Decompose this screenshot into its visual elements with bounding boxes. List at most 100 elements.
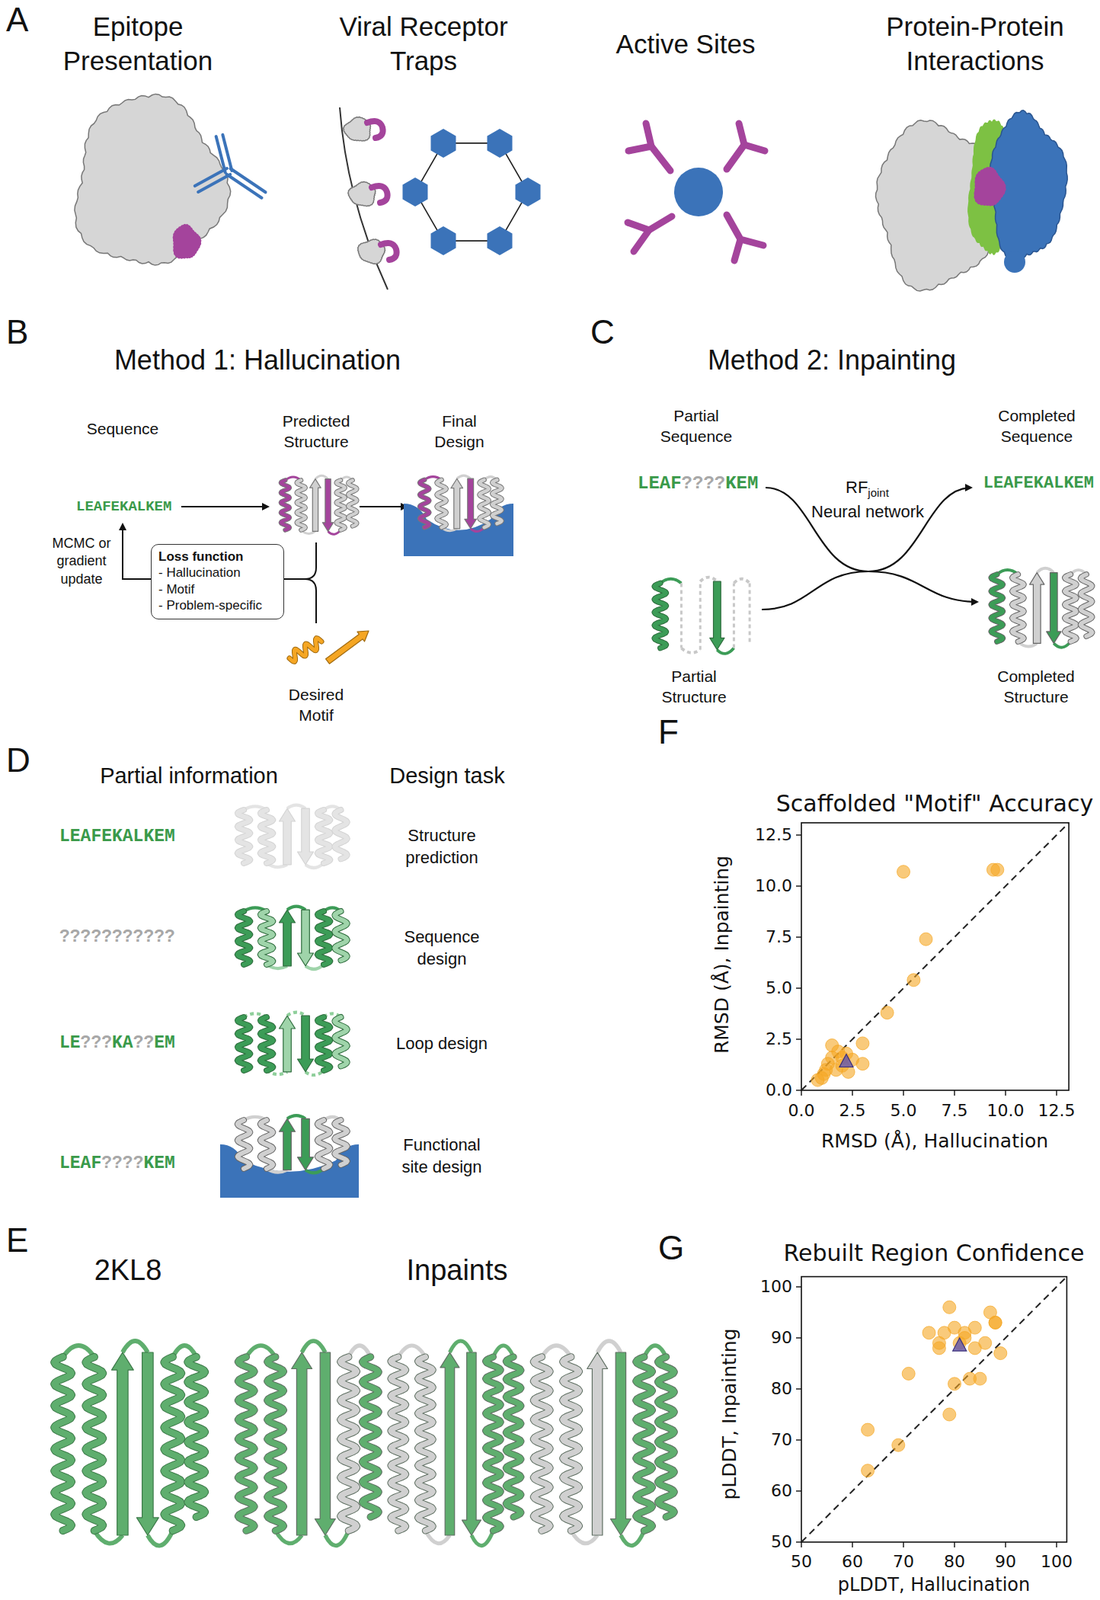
tick-mark xyxy=(953,1090,955,1096)
receptor-hexagon xyxy=(487,128,513,158)
helix xyxy=(289,638,322,662)
side-chain xyxy=(627,222,650,231)
helix-outline xyxy=(492,479,502,524)
tick-label: 7.5 xyxy=(765,927,793,947)
task-label: Functional site design xyxy=(390,1134,494,1178)
sequence-text: LE xyxy=(59,1032,81,1055)
sequence-text: LEAF xyxy=(59,1153,102,1175)
data-point xyxy=(978,1336,992,1350)
strand xyxy=(440,1352,460,1535)
epitope xyxy=(172,223,202,260)
binding-motif xyxy=(367,121,384,138)
side-chain xyxy=(734,239,741,261)
side-chain xyxy=(628,146,671,171)
sequence-text: LEAFEKALKEM xyxy=(983,473,1094,494)
network-name: Neural network xyxy=(811,502,925,522)
tick-label: 0.0 xyxy=(765,1080,793,1100)
tick-label: 80 xyxy=(770,1378,793,1399)
data-point xyxy=(988,1315,1002,1329)
helix-outline xyxy=(317,911,331,965)
sequence-text: LEAFEKALKEM xyxy=(76,498,172,516)
motif-label: Desired Motif xyxy=(278,684,355,726)
axis-label: RMSD (Å), Hallucination xyxy=(821,1129,1049,1153)
loss-function-box: Loss function- Hallucination- Motif- Pro… xyxy=(150,543,285,620)
data-point xyxy=(907,973,921,987)
sequence-text: KA xyxy=(111,1032,134,1055)
helix-outline xyxy=(164,1356,183,1531)
strand xyxy=(310,479,322,532)
helix-outline xyxy=(340,1356,357,1531)
step-label: Completed Structure xyxy=(990,665,1082,708)
structure-title: Inpaints xyxy=(406,1253,508,1289)
helix xyxy=(164,1356,183,1531)
helix xyxy=(187,1356,205,1517)
helix xyxy=(340,1356,357,1531)
tick-label: 60 xyxy=(841,1551,864,1572)
strand xyxy=(464,478,477,529)
loop xyxy=(122,1340,148,1353)
step-label: Partial Sequence xyxy=(654,405,739,448)
helix xyxy=(654,582,666,648)
tick-mark xyxy=(796,1490,802,1491)
helix-outline xyxy=(317,809,331,864)
helix-outline xyxy=(237,809,251,864)
helix xyxy=(281,479,290,530)
data-point xyxy=(968,1320,982,1334)
tick-label: 70 xyxy=(770,1429,793,1450)
helix xyxy=(348,479,357,526)
tick-label: 70 xyxy=(892,1551,915,1572)
strand xyxy=(279,1118,296,1170)
scaffold-ring xyxy=(415,143,528,241)
method-title: Method 1: Hallucination xyxy=(114,343,401,377)
tick-label: 12.5 xyxy=(754,825,793,845)
tick-mark xyxy=(796,1089,802,1091)
tick-mark xyxy=(1004,1090,1006,1096)
missing-element xyxy=(748,582,752,643)
update-arrow xyxy=(122,524,151,579)
loop xyxy=(287,906,306,911)
helix-outline xyxy=(1064,574,1077,642)
loop xyxy=(287,1115,306,1119)
tick-mark xyxy=(796,1038,802,1040)
strand xyxy=(111,1352,135,1535)
loop xyxy=(449,1340,472,1353)
helix xyxy=(505,1356,522,1517)
helix-outline xyxy=(86,1356,104,1531)
strand xyxy=(709,581,725,650)
tick-mark xyxy=(1004,1541,1006,1548)
masked-sequence: ?? xyxy=(133,1032,155,1055)
binding-motif xyxy=(380,243,397,260)
loop xyxy=(620,1530,645,1546)
helix-outline xyxy=(486,1356,502,1531)
axis-label: RMSD (Å), Inpainting xyxy=(710,855,734,1054)
tick-label: 90 xyxy=(770,1327,793,1348)
box-item: - Problem-specific xyxy=(158,597,277,614)
helix xyxy=(317,809,331,864)
tick-mark xyxy=(800,1541,802,1548)
helix xyxy=(534,1356,550,1531)
strand xyxy=(291,1352,313,1535)
helix xyxy=(317,911,331,965)
panel-title: Epitope Presentation xyxy=(31,9,245,79)
tick-mark xyxy=(902,1090,904,1096)
data-point xyxy=(932,1341,946,1355)
tick-label: 2.5 xyxy=(839,1100,867,1121)
tick-label: 100 xyxy=(1040,1551,1073,1572)
helix xyxy=(658,1356,675,1517)
side-chain xyxy=(633,216,672,252)
tick-mark xyxy=(796,834,802,835)
antibody-chain xyxy=(230,168,266,192)
side-chain xyxy=(645,123,652,147)
column-heading: Partial information xyxy=(99,762,279,790)
helix-outline xyxy=(237,911,251,965)
helix xyxy=(562,1356,579,1531)
tick-label: 50 xyxy=(790,1551,813,1572)
helix-outline xyxy=(418,1356,434,1531)
masked-sequence: ??? xyxy=(80,1032,112,1055)
protein-surface xyxy=(74,93,231,266)
tick-mark xyxy=(851,1090,853,1096)
tick-mark xyxy=(800,1090,802,1096)
strand xyxy=(279,808,296,865)
helix xyxy=(237,809,251,864)
strand xyxy=(322,479,334,532)
